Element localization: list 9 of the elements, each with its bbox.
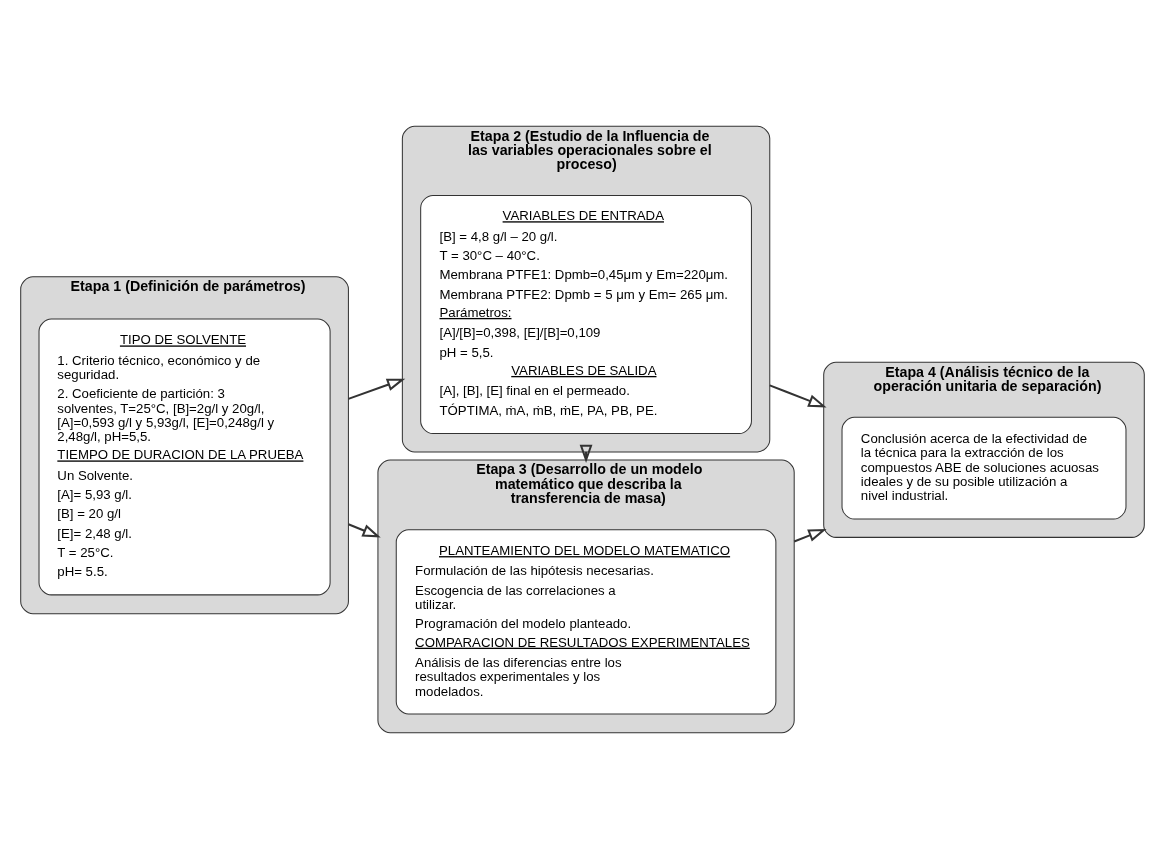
node-box: PLANTEAMIENTO DEL MODELO MATEMATICO Formulación de las hipótesis necesarias. Escogencia de las correlaciones a utilizar. Programación del modelo planteado. COMPARACION DE RESULTADOS EXPERIMENTALES Análisis de las diferencias entre los resultados experimentales y los modelados. — [395, 528, 777, 714]
node-box: Conclusión acerca de la efectividad de la técnica para la extracción de los compuestos ABE de soluciones acuosas ideales y de su posible utilización a nivel industrial. — [841, 416, 1127, 520]
arrow — [579, 444, 593, 463]
arrow — [769, 383, 827, 407]
arrow — [348, 378, 406, 400]
node-box: TIPO DE SOLVENTE 1. Criterio técnico, económico y de seguridad. 2. Coeficiente de partición: 3 solventes, T=25°C, [B]=2g/l y 20g/l, [A]=0,593 g/l y 5,93g/l, [E]=0,248g/l y 2,48g/l, pH=5,5. TIEMPO DE DURACION DE LA PRUEBA Un Solvente. [A]= 5,93 g/l. [B] = 20 g/l [E]= 2,48 g/l. T = 25°C. pH= 5.5. — [38, 318, 331, 595]
arrow — [348, 522, 381, 538]
arrow — [793, 528, 827, 542]
node-box: VARIABLES DE ENTRADA [B] = 4,8 g/l – 20 g/l. T = 30°C – 40°C. Membrana PTFE1: Dpmb=0,45μm y Em=220μm. Membrana PTFE2: Dpmb = 5 μm y Em= 265 μm. Parámetros: [A]/[B]=0,398, [E]/[B]=0,109 pH = 5,5. VARIABLES DE SALIDA [A], [B], [E] final en el permeado. TÓPTIMA, ṁA, ṁB, ṁE, PA, PB, PE. — [420, 194, 752, 434]
